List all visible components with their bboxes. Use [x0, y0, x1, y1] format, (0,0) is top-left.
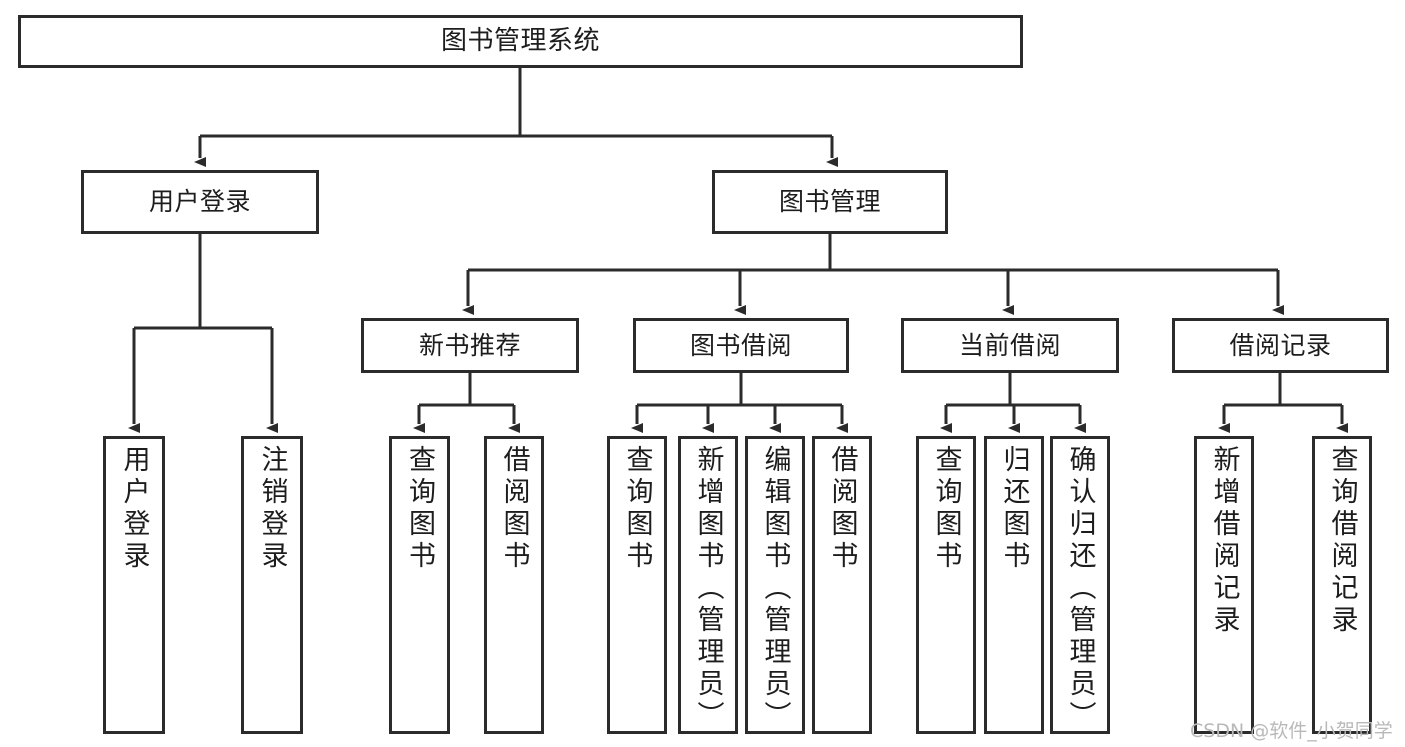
node-leaf-edit-book-admin[interactable]: 编辑图书（管理员） [745, 436, 805, 734]
node-leaf-edit-book-admin-label: 编辑图书（管理员） [759, 445, 791, 733]
node-root-label: 图书管理系统 [440, 26, 600, 57]
node-leaf-add-book-admin[interactable]: 新增图书（管理员） [678, 436, 738, 734]
node-leaf-borrow-book-new-label: 借阅图书 [498, 445, 530, 573]
node-book-manage[interactable]: 图书管理 [712, 170, 948, 234]
node-leaf-add-book-admin-label: 新增图书（管理员） [692, 445, 724, 733]
node-new-book-recommend-label: 新书推荐 [418, 330, 521, 360]
node-leaf-return-book-label: 归还图书 [998, 445, 1030, 573]
node-leaf-logout-login-label: 注销登录 [256, 445, 288, 573]
node-book-borrow-label: 图书借阅 [689, 330, 792, 360]
node-leaf-confirm-return-admin-label: 确认归还（管理员） [1064, 445, 1096, 733]
node-borrow-record[interactable]: 借阅记录 [1172, 318, 1389, 373]
node-borrow-record-label: 借阅记录 [1229, 330, 1332, 360]
node-leaf-query-borrow-record[interactable]: 查询借阅记录 [1312, 436, 1372, 734]
node-current-borrow[interactable]: 当前借阅 [901, 318, 1119, 373]
node-leaf-borrow-book-new[interactable]: 借阅图书 [484, 436, 544, 734]
node-leaf-query-book-borrow[interactable]: 查询图书 [607, 436, 667, 734]
node-leaf-query-book-current[interactable]: 查询图书 [916, 436, 976, 734]
node-leaf-confirm-return-admin[interactable]: 确认归还（管理员） [1050, 436, 1110, 734]
node-user-login-label: 用户登录 [148, 187, 251, 217]
node-leaf-query-book-new[interactable]: 查询图书 [389, 436, 450, 734]
node-leaf-query-book-borrow-label: 查询图书 [621, 445, 653, 573]
node-leaf-query-book-new-label: 查询图书 [404, 445, 435, 573]
node-leaf-add-borrow-record-label: 新增借阅记录 [1208, 445, 1240, 637]
node-leaf-user-login-label: 用户登录 [118, 445, 150, 573]
node-leaf-logout-login[interactable]: 注销登录 [241, 436, 303, 734]
node-new-book-recommend[interactable]: 新书推荐 [361, 318, 579, 373]
node-current-borrow-label: 当前借阅 [958, 330, 1061, 360]
node-leaf-query-book-current-label: 查询图书 [930, 445, 962, 573]
node-leaf-query-borrow-record-label: 查询借阅记录 [1326, 445, 1358, 637]
watermark: CSDN @软件_小贺同学 [1190, 720, 1393, 742]
node-root[interactable]: 图书管理系统 [18, 15, 1023, 68]
node-leaf-user-login[interactable]: 用户登录 [103, 436, 165, 734]
node-book-borrow[interactable]: 图书借阅 [633, 318, 849, 373]
node-user-login[interactable]: 用户登录 [81, 170, 319, 234]
node-leaf-borrow-book-label: 借阅图书 [826, 445, 858, 573]
node-book-manage-label: 图书管理 [778, 187, 881, 217]
node-leaf-add-borrow-record[interactable]: 新增借阅记录 [1194, 436, 1254, 734]
node-leaf-return-book[interactable]: 归还图书 [984, 436, 1044, 734]
node-leaf-borrow-book[interactable]: 借阅图书 [812, 436, 872, 734]
